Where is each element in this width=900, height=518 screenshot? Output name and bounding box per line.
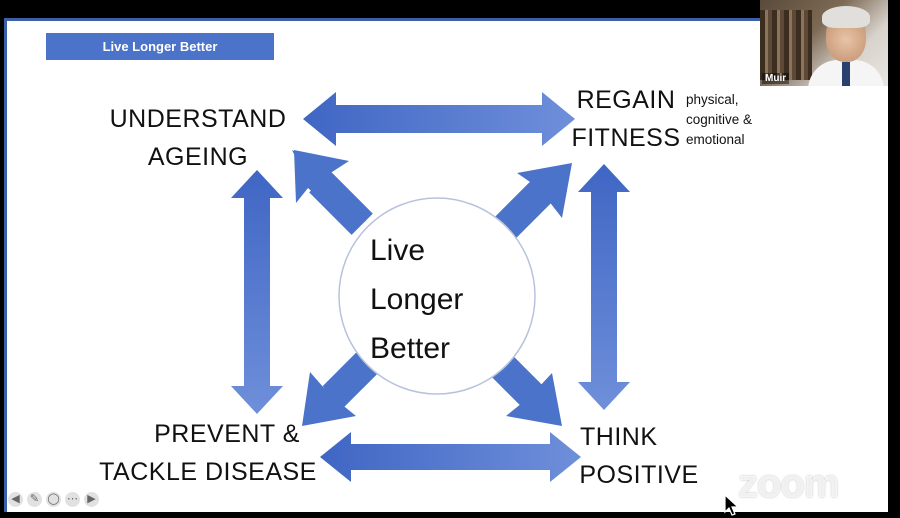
mouse-cursor-icon: [724, 494, 740, 516]
arrow-right-icon[interactable]: ▶: [84, 491, 99, 507]
note-line-2: cognitive &: [686, 112, 753, 127]
arrow-left-vertical: [231, 170, 283, 414]
arrow-top-horizontal: [303, 92, 575, 146]
diagram-arrows: [231, 92, 630, 482]
node-think-line-1: THINK: [580, 423, 658, 451]
slide-left-border: [4, 18, 7, 512]
center-circle: [338, 197, 536, 395]
webcam-thumbnail[interactable]: Muir: [760, 0, 888, 86]
node-understand-line-2: AGEING: [147, 143, 249, 171]
arrow-diagonal-top-right: [492, 163, 572, 241]
presentation-slide: Live Longer Better: [4, 18, 888, 512]
arrow-left-icon[interactable]: ◀: [8, 491, 23, 507]
node-prevent-disease: PREVENT & TACKLE DISEASE: [98, 415, 318, 491]
person-hair: [822, 6, 870, 28]
bookshelf-background: [760, 10, 812, 80]
node-think-positive: THINK POSITIVE: [576, 418, 702, 494]
center-line-1: Live: [370, 234, 426, 267]
node-regain-line-2: FITNESS: [571, 124, 681, 152]
node-prevent-line-2: TACKLE DISEASE: [99, 458, 317, 486]
node-prevent-line-1: PREVENT &: [154, 420, 300, 448]
center-line-3: Better: [370, 332, 451, 365]
node-think-line-2: POSITIVE: [579, 461, 699, 489]
node-understand-line-1: UNDERSTAND: [109, 105, 287, 133]
slide-title: Live Longer Better: [46, 33, 274, 60]
pen-icon[interactable]: ✎: [27, 491, 42, 507]
arrow-bottom-horizontal: [320, 432, 581, 482]
circle-icon[interactable]: ◯: [46, 491, 61, 507]
node-regain-fitness: REGAIN FITNESS: [570, 81, 682, 157]
regain-fitness-note: physical, cognitive & emotional: [686, 90, 752, 150]
center-line-2: Longer: [370, 283, 464, 316]
participant-name: Muir: [762, 73, 790, 84]
arrow-diagonal-top-left: [292, 150, 373, 235]
node-regain-line-1: REGAIN: [576, 86, 676, 114]
center-label: Live Longer Better: [370, 226, 526, 373]
more-icon[interactable]: ⋯: [65, 491, 80, 507]
note-line-1: physical,: [686, 92, 739, 107]
person-tie: [842, 62, 850, 86]
arrow-right-vertical: [578, 164, 630, 410]
node-understand-ageing: UNDERSTAND AGEING: [100, 100, 296, 176]
slide-toolbar: ◀ ✎ ◯ ⋯ ▶: [8, 488, 99, 510]
note-line-3: emotional: [686, 132, 745, 147]
slide-top-border: [4, 18, 888, 21]
zoom-watermark: zoom: [738, 462, 839, 506]
